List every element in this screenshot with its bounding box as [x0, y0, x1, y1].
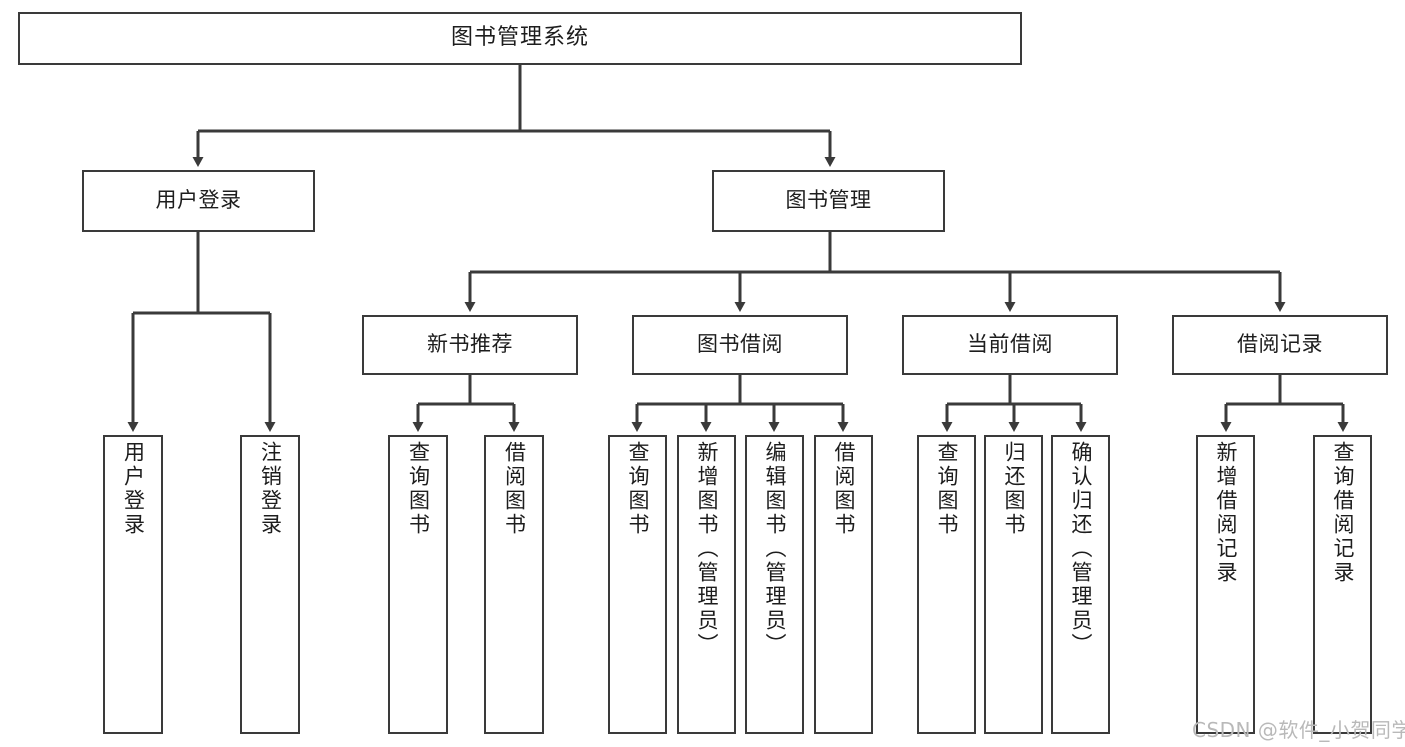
node-book-manage-label: 图书管理: [785, 188, 872, 213]
node-user-login[interactable]: 用户登录: [82, 170, 315, 232]
node-leaf-borrow-book-1-label: 借阅图书: [502, 441, 527, 537]
node-leaf-edit-book[interactable]: 编辑图书（管理员）: [745, 435, 804, 734]
node-leaf-query-record-label: 查询借阅记录: [1331, 441, 1355, 585]
node-leaf-query-record[interactable]: 查询借阅记录: [1313, 435, 1372, 734]
node-leaf-confirm-return-label: 确认归还（管理员）: [1069, 441, 1093, 657]
node-current-borrow-label: 当前借阅: [967, 332, 1053, 357]
node-leaf-add-record[interactable]: 新增借阅记录: [1196, 435, 1255, 734]
node-book-borrow-label: 图书借阅: [697, 332, 783, 357]
node-new-book-rec[interactable]: 新书推荐: [362, 315, 578, 375]
node-leaf-borrow-book-1[interactable]: 借阅图书: [484, 435, 544, 734]
node-leaf-query-book-2[interactable]: 查询图书: [608, 435, 667, 734]
node-borrow-record[interactable]: 借阅记录: [1172, 315, 1388, 375]
node-leaf-edit-book-label: 编辑图书（管理员）: [763, 441, 787, 657]
node-leaf-query-book-1-label: 查询图书: [406, 441, 431, 537]
node-leaf-confirm-return[interactable]: 确认归还（管理员）: [1051, 435, 1110, 734]
node-borrow-record-label: 借阅记录: [1237, 332, 1323, 357]
node-leaf-query-book-3[interactable]: 查询图书: [917, 435, 976, 734]
node-root-label: 图书管理系统: [450, 25, 589, 51]
node-leaf-return-book[interactable]: 归还图书: [984, 435, 1043, 734]
node-leaf-query-book-1[interactable]: 查询图书: [388, 435, 448, 734]
node-book-borrow[interactable]: 图书借阅: [632, 315, 848, 375]
node-leaf-logout[interactable]: 注销登录: [240, 435, 300, 734]
node-leaf-add-book[interactable]: 新增图书（管理员）: [677, 435, 736, 734]
node-new-book-rec-label: 新书推荐: [427, 332, 513, 357]
node-leaf-user-login-label: 用户登录: [121, 441, 146, 537]
node-leaf-query-book-2-label: 查询图书: [626, 441, 650, 537]
node-leaf-query-book-3-label: 查询图书: [935, 441, 959, 537]
node-leaf-return-book-label: 归还图书: [1002, 441, 1026, 537]
node-book-manage[interactable]: 图书管理: [712, 170, 945, 232]
node-root[interactable]: 图书管理系统: [18, 12, 1022, 65]
watermark-text: CSDN @软件_小贺同学: [1192, 718, 1405, 742]
node-leaf-logout-label: 注销登录: [258, 441, 283, 537]
node-leaf-add-record-label: 新增借阅记录: [1214, 441, 1238, 585]
node-leaf-borrow-book-2-label: 借阅图书: [832, 441, 856, 537]
node-current-borrow[interactable]: 当前借阅: [902, 315, 1118, 375]
node-leaf-borrow-book-2[interactable]: 借阅图书: [814, 435, 873, 734]
node-leaf-user-login[interactable]: 用户登录: [103, 435, 163, 734]
node-leaf-add-book-label: 新增图书（管理员）: [695, 441, 719, 657]
node-user-login-label: 用户登录: [155, 188, 242, 213]
